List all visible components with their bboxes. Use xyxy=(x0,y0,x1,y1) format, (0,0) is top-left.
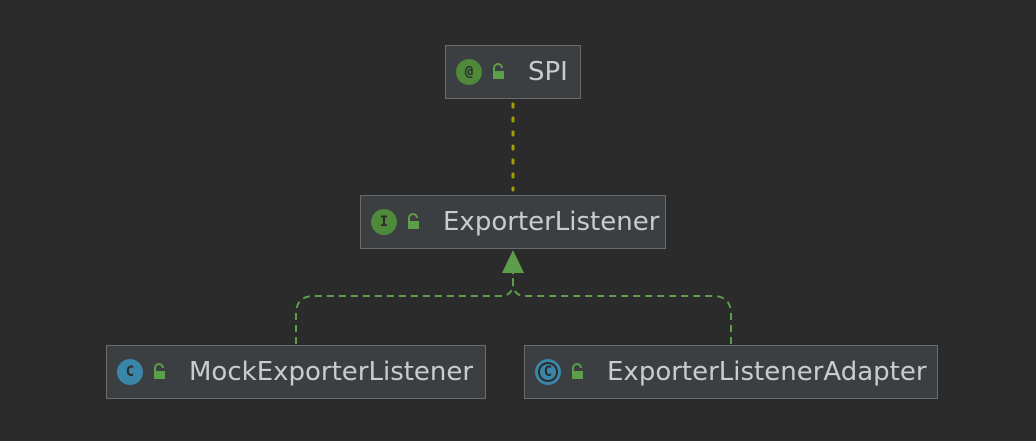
abstract-class-icon: C xyxy=(535,359,561,385)
class-icon: C xyxy=(117,359,143,385)
node-exporter-listener-adapter[interactable]: C ExporterListenerAdapter xyxy=(524,345,938,399)
unlocked-padlock-icon xyxy=(493,63,504,79)
node-exporter-listener[interactable]: I ExporterListener xyxy=(360,195,666,249)
unlocked-padlock-icon xyxy=(572,363,583,379)
node-mock-exporter-listener[interactable]: C MockExporterListener xyxy=(106,345,486,399)
unlocked-padlock-icon xyxy=(408,213,419,229)
edge-adapter-to-exporterlistener xyxy=(512,272,732,344)
annotation-icon: @ xyxy=(456,59,482,85)
implements-arrowhead xyxy=(502,250,524,273)
node-label: MockExporterListener xyxy=(189,357,474,387)
node-label: ExporterListenerAdapter xyxy=(607,357,927,387)
interface-icon: I xyxy=(371,209,397,235)
node-spi[interactable]: @ SPI xyxy=(445,45,581,99)
node-label: ExporterListener xyxy=(443,207,660,237)
edge-mock-to-exporterlistener xyxy=(295,272,514,344)
unlocked-padlock-icon xyxy=(154,363,165,379)
node-label: SPI xyxy=(528,57,568,87)
